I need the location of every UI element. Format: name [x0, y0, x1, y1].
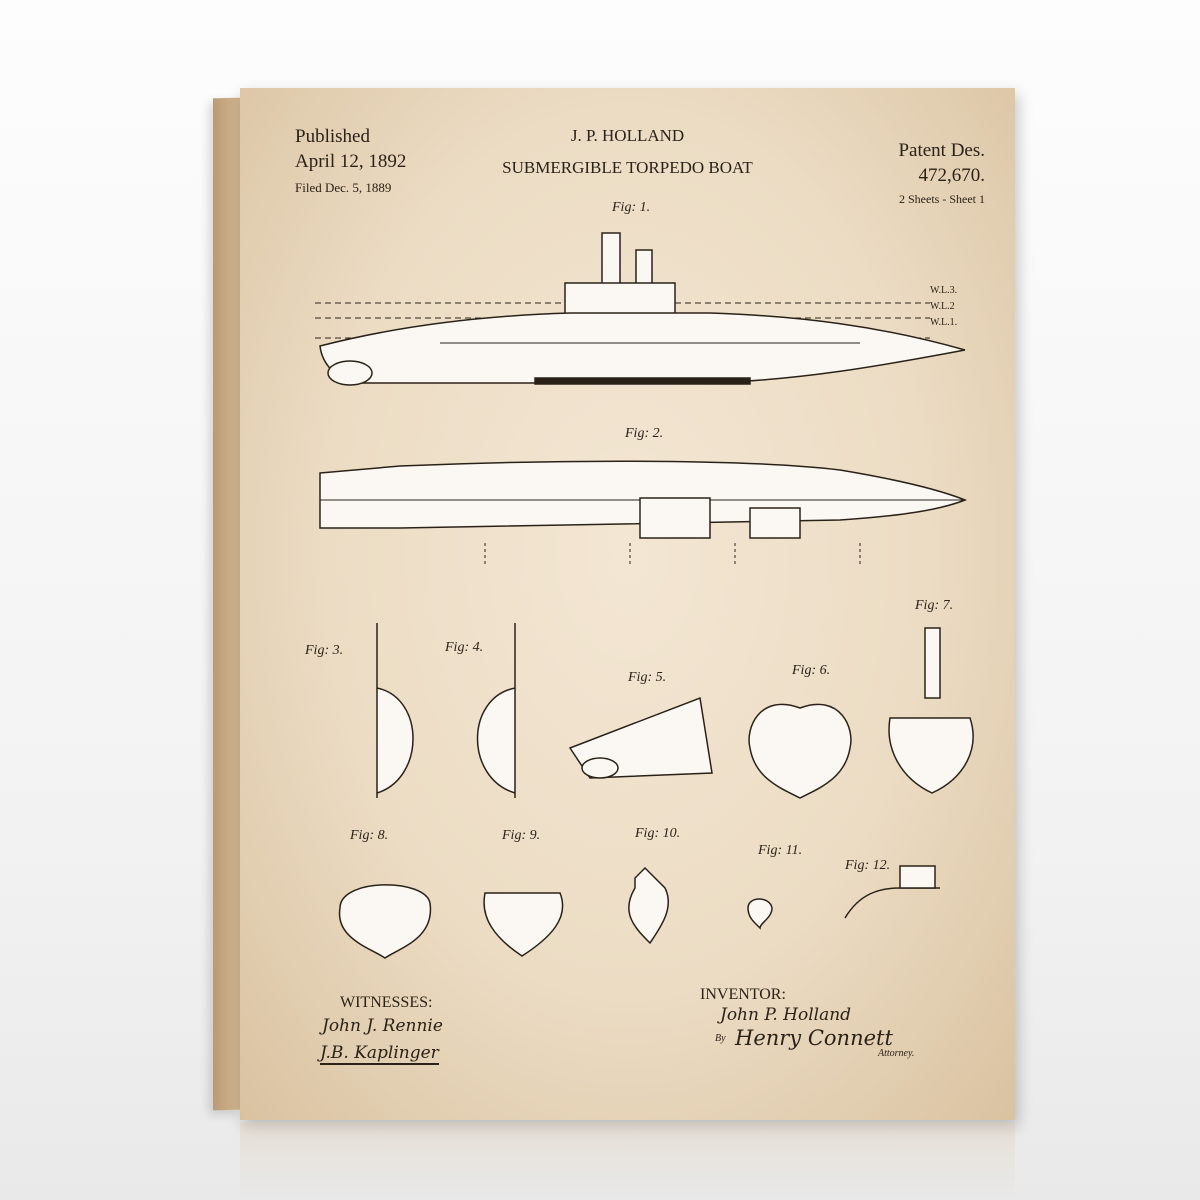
fig3-label: Fig: 3.	[305, 643, 344, 658]
wl2: W.L.2	[930, 301, 955, 312]
published-date: April 12, 1892	[295, 151, 407, 172]
fig1-submarine-side	[315, 232, 966, 386]
fig8-label: Fig: 8.	[350, 828, 389, 843]
fig9-label: Fig: 9.	[502, 828, 541, 843]
inventor-signature: John P. Holland	[720, 1005, 852, 1025]
wl1: W.L.1.	[930, 317, 958, 328]
canvas-reflection	[240, 1122, 1015, 1200]
filed-date: Filed Dec. 5, 1889	[295, 180, 392, 195]
attorney-label: Attorney.	[878, 1048, 915, 1059]
wl3: W.L.3.	[930, 285, 958, 296]
inventor-label: INVENTOR:	[700, 986, 786, 1003]
witness1-signature: John J. Rennie	[322, 1016, 443, 1036]
attorney-signature: Henry Connett	[735, 1026, 893, 1050]
patent-label: Patent Des.	[898, 140, 985, 161]
patent-drawings	[315, 232, 974, 959]
fig4-label: Fig: 4.	[445, 640, 484, 655]
inventor-name: J. P. HOLLAND	[570, 126, 685, 145]
fig11-label: Fig: 11.	[758, 843, 803, 858]
fig10-label: Fig: 10.	[635, 826, 681, 841]
patent-number: 472,670.	[918, 165, 986, 186]
fig2-label: Fig: 2.	[625, 426, 664, 441]
fig2-submarine-plan	[319, 460, 968, 566]
patent-title: SUBMERGIBLE TORPEDO BOAT	[502, 158, 753, 177]
canvas-side-edge	[213, 97, 241, 1111]
fig1-label: Fig: 1.	[612, 200, 651, 215]
patent-block: Patent Des. 472,670.	[898, 138, 985, 188]
fig5-label: Fig: 5.	[628, 670, 667, 685]
fig12-label: Fig: 12.	[845, 858, 891, 873]
published-label: Published	[295, 126, 370, 147]
witnesses-label: WITNESSES:	[340, 994, 433, 1011]
fig7-label: Fig: 7.	[915, 598, 954, 613]
witness2-signature: J.B. Kaplinger	[320, 1043, 439, 1065]
by-label: By	[715, 1033, 726, 1044]
fig3-to-7-sections	[376, 623, 974, 799]
fig8-to-12-sections	[338, 865, 940, 959]
waterline-labels: W.L.3. W.L.2 W.L.1.	[930, 283, 957, 331]
sheets-info: 2 Sheets - Sheet 1	[899, 192, 985, 206]
fig6-label: Fig: 6.	[792, 663, 831, 678]
